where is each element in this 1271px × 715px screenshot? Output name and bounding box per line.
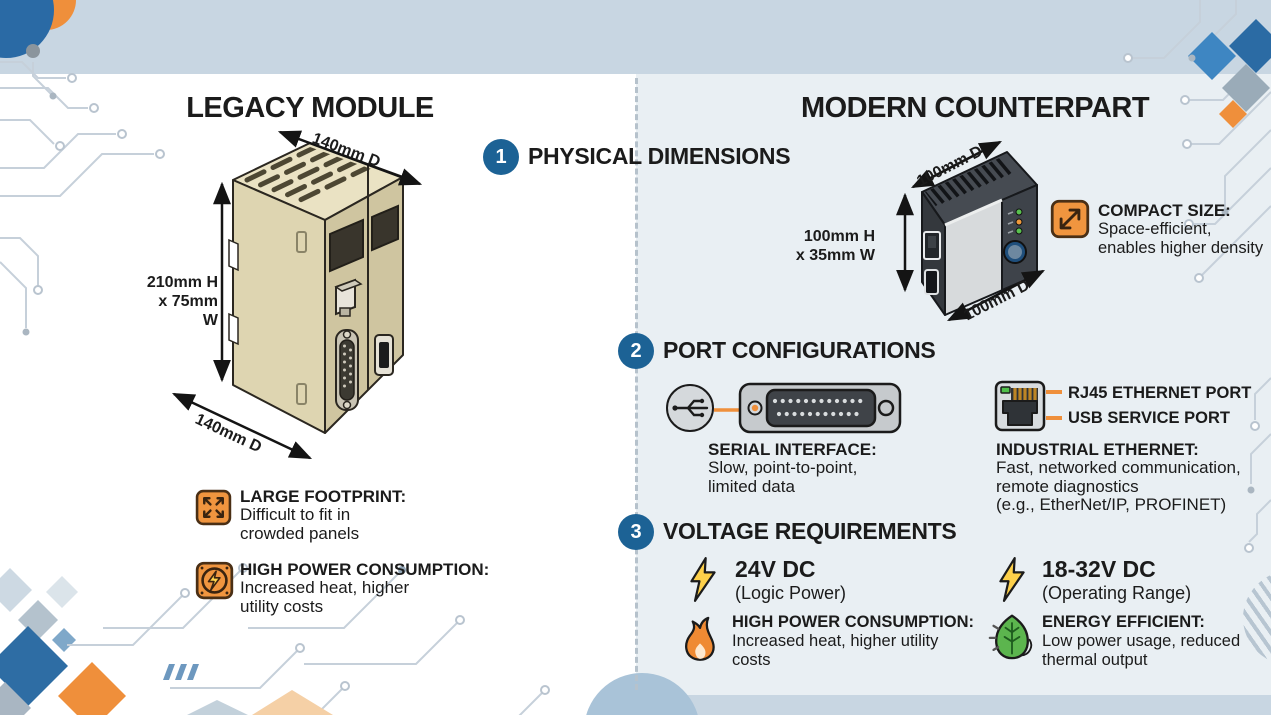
serial-connector-illustration <box>666 382 902 434</box>
section-1-title: PHYSICAL DIMENSIONS <box>528 143 791 169</box>
serial-interface-title: SERIAL INTERFACE: <box>708 440 877 459</box>
top-band <box>0 0 1271 74</box>
legacy-power-feature-title: HIGH POWER CONSUMPTION: <box>732 613 974 631</box>
modern-height-width-label: 100mm H x 35mm W <box>795 228 875 264</box>
legacy-title: LEGACY MODULE <box>186 92 434 124</box>
section-2-badge: 2 <box>618 333 654 369</box>
power-bolt-icon <box>195 561 234 600</box>
circuit-decoration-right-edge <box>1244 377 1271 553</box>
section-1-badge: 1 <box>483 139 519 175</box>
column-divider <box>635 78 638 690</box>
rj45-port-icon <box>994 380 1062 432</box>
bottom-band <box>636 695 1271 715</box>
compact-size-icon <box>1050 199 1090 239</box>
section-3-badge: 3 <box>618 514 654 550</box>
legacy-height-width-label: 210mm H x 75mm W <box>146 274 218 329</box>
expand-arrows-icon <box>195 489 232 526</box>
rj45-port-label: RJ45 ETHERNET PORT <box>1068 384 1252 402</box>
modern-title: MODERN COUNTERPART <box>800 92 1150 124</box>
modern-energy-feature-title: ENERGY EFFICIENT: <box>1042 613 1205 631</box>
modern-module-illustration <box>896 140 1045 322</box>
legacy-module-illustration <box>171 130 423 460</box>
legacy-feature-title: HIGH POWER CONSUMPTION: <box>240 560 490 579</box>
lightning-icon <box>999 557 1025 602</box>
legacy-voltage-label: (Logic Power) <box>735 583 847 603</box>
serial-interface-body: Slow, point-to-point, limited data <box>708 458 858 496</box>
section-3-title: VOLTAGE REQUIREMENTS <box>663 518 957 544</box>
section-2-title: PORT CONFIGURATIONS <box>663 337 936 363</box>
legacy-feature-title: LARGE FOOTPRINT: <box>240 487 407 506</box>
circuit-decoration-top-right <box>1123 0 1271 283</box>
industrial-ethernet-body: Fast, networked communication, remote di… <box>996 458 1241 514</box>
compact-size-title: COMPACT SIZE: <box>1098 201 1231 220</box>
circuit-decoration-bottom-left <box>0 563 550 715</box>
legacy-voltage-value: 24V DC <box>735 556 816 582</box>
legacy-feature-body: Increased heat, higher utility costs <box>240 578 410 616</box>
legacy-feature-body: Difficult to fit in crowded panels <box>240 505 360 543</box>
flame-icon <box>685 616 715 661</box>
industrial-ethernet-title: INDUSTRIAL ETHERNET: <box>996 440 1199 459</box>
legacy-power-feature-body: Increased heat, higher utility costs <box>732 632 939 669</box>
modern-voltage-label: (Operating Range) <box>1042 583 1192 603</box>
lightning-icon <box>690 557 716 602</box>
compact-size-body: Space-efficient, enables higher density <box>1098 220 1264 257</box>
modern-voltage-value: 18-32V DC <box>1042 556 1156 582</box>
usb-port-label: USB SERVICE PORT <box>1068 409 1230 427</box>
leaf-icon <box>988 614 1033 660</box>
modern-energy-feature-body: Low power usage, reduced thermal output <box>1042 632 1241 669</box>
circuit-decoration-top-left <box>0 0 165 336</box>
